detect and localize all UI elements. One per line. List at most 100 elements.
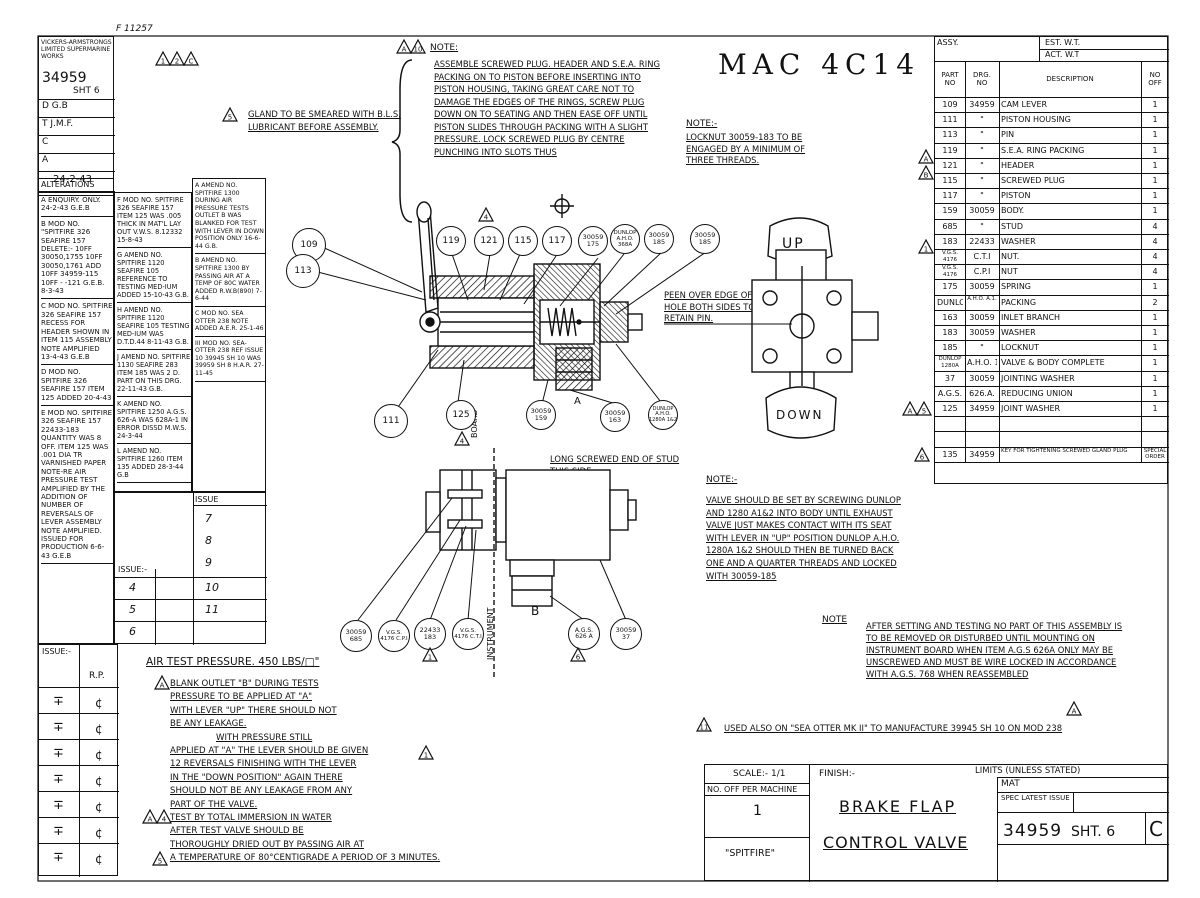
- revision-triangle-label: 1: [924, 246, 928, 254]
- revision-triangle-label: A: [924, 156, 929, 164]
- air-test-line: PART OF THE VALVE.: [170, 799, 258, 810]
- revision-triangle-label: 5: [922, 408, 926, 416]
- issue-number: 11: [205, 603, 219, 616]
- no-off-label: NO. OFF PER MACHINE: [707, 785, 798, 794]
- parts-cell: REDUCING UNION: [1001, 388, 1073, 398]
- parts-cell: 30059: [969, 206, 995, 216]
- parts-cell: 159: [942, 206, 958, 216]
- revision-triangle-icon: [917, 148, 935, 164]
- alteration-entry: A AMEND NO. SPITFIRE 1300 DURING AIR PRE…: [195, 181, 265, 255]
- material: MAT: [1001, 779, 1020, 789]
- revision-triangle-icon: [409, 38, 427, 54]
- parts-cell: V.G.S. 4176: [941, 265, 959, 278]
- drawing-title-line2: CONTROL VALVE: [823, 833, 969, 852]
- sectional-view: [416, 201, 643, 391]
- parts-cell: CAM LEVER: [1001, 100, 1048, 109]
- parts-header-cell: NO OFF: [1148, 71, 1162, 87]
- parts-cell: 117: [942, 191, 958, 201]
- parts-cell: 185: [942, 343, 958, 353]
- revision-triangle-label: B: [924, 172, 929, 180]
- parts-cell: ": [980, 160, 984, 170]
- air-test-line: AFTER TEST VALVE SHOULD BE: [170, 826, 304, 837]
- air-test-line: THOROUGHLY DRIED OUT BY PASSING AIR AT: [170, 839, 364, 850]
- balloon-121: 121: [474, 226, 504, 256]
- parts-cell: ": [980, 145, 984, 155]
- ref-mark: F 11257: [116, 24, 153, 34]
- outlet-b-label: B: [531, 604, 540, 618]
- revision-triangle-icon: [915, 400, 933, 416]
- parts-cell: KEY FOR TIGHTENING SCREWED GLAND PLUG: [1001, 447, 1128, 454]
- balloon-ags-626a: A.G.S. 626 A: [568, 618, 600, 650]
- parts-cell: 4: [1152, 221, 1158, 231]
- rp-mark-icon: ∓: [53, 772, 64, 787]
- balloon-30059-37: 30059 37: [610, 618, 642, 650]
- parts-cell: NUT.: [1001, 252, 1020, 261]
- balloon-30059-159: 30059 159: [526, 400, 556, 430]
- revision-triangle-icon: [917, 238, 935, 254]
- issue-number: 10: [205, 581, 219, 594]
- parts-cell: ": [980, 221, 984, 231]
- rp-cell: ¢: [95, 826, 103, 840]
- parts-cell: WASHER: [1001, 236, 1036, 246]
- issue-number: 8: [205, 534, 212, 547]
- balloon-30059-175: 30059 175: [578, 226, 608, 256]
- revision-triangle-icon: [141, 808, 159, 824]
- revision-triangle-label: A: [402, 46, 407, 54]
- parts-cell: PACKING: [1001, 297, 1037, 307]
- rp-cell: ¢: [95, 800, 103, 814]
- rp-mark-icon: ∓: [53, 720, 64, 735]
- parts-cell: A.G.S.: [937, 388, 963, 398]
- parts-cell: BODY.: [1001, 206, 1025, 216]
- revision-triangle-label: 4: [460, 438, 465, 446]
- parts-cell: SPECIAL ORDER: [1143, 447, 1167, 461]
- parts-cell: 1: [1152, 312, 1158, 322]
- parts-cell: LOCKNUT: [1001, 343, 1040, 353]
- revision-triangle-label: A: [148, 816, 153, 824]
- approved-by: A: [42, 155, 49, 165]
- alterations-column-2: F MOD NO. SPITFIRE 326 SEAFIRE 157 ITEM …: [114, 192, 192, 492]
- issue-grid: ISSUE ISSUE:- 7 8 9 10 11 4 5 6: [114, 492, 267, 645]
- balloon-125: 125: [446, 400, 476, 430]
- balloon-119: 119: [436, 226, 466, 256]
- rp-mark-icon: ∓: [53, 746, 64, 761]
- alteration-entry: J AMEND NO. SPITFIRE 1130 SEAFIRE 283 IT…: [117, 352, 191, 397]
- parts-cell: 119: [942, 145, 958, 155]
- parts-cell: 34959: [969, 100, 995, 109]
- revision-triangle-icon: [153, 674, 171, 690]
- parts-cell: 30059: [969, 328, 995, 337]
- revision-triangle-label: A: [908, 408, 913, 416]
- scale: SCALE:- 1/1: [733, 769, 786, 779]
- assy-label: ASSY.: [937, 38, 959, 47]
- act-weight: ACT. W.T: [1045, 50, 1080, 59]
- setting-note: AFTER SETTING AND TESTING NO PART OF THI…: [866, 621, 1123, 679]
- parts-cell: 30059: [969, 282, 995, 292]
- revision-triangle-icon: [395, 38, 413, 54]
- air-test-line: BLANK OUTLET "B" DURING TESTS: [170, 679, 319, 689]
- machine-name: "SPITFIRE": [725, 849, 775, 859]
- parts-cell: 1: [1152, 358, 1158, 368]
- parts-cell: S.E.A. RING PACKING: [1001, 145, 1085, 155]
- parts-cell: WASHER: [1001, 328, 1036, 337]
- balloon-22433-183: 22433 183: [414, 618, 446, 650]
- parts-cell: C.P.I: [973, 267, 991, 277]
- revision-triangle-icon: [168, 50, 186, 66]
- parts-cell: 1: [1152, 191, 1158, 201]
- rp-table: ISSUE:- R.P. ¢∓¢∓¢∓¢∓¢∓¢∓¢∓: [38, 644, 119, 877]
- balloon-115: 115: [508, 226, 538, 256]
- rp-cell: ¢: [95, 852, 103, 866]
- balloon-dunlop-1280a: DUNLOP A.H.O. 1280A 1&2: [648, 400, 678, 430]
- leader-lines: [309, 245, 792, 621]
- parts-cell: ": [980, 115, 984, 125]
- balloon-vgs-cti: V.G.S. 4176 C.T.I: [452, 618, 484, 650]
- revision-triangle-icon: [917, 164, 935, 180]
- parts-cell: ": [980, 130, 984, 140]
- parts-cell: ": [980, 343, 984, 353]
- parts-cell: 4: [1152, 267, 1158, 277]
- parts-cell: 163: [942, 312, 958, 322]
- parts-cell: VALVE & BODY COMPLETE: [1001, 358, 1105, 368]
- revision-triangle-icon: [695, 716, 713, 732]
- parts-cell: 183: [942, 236, 958, 246]
- balloon-30059-685: 30059 685: [340, 620, 372, 652]
